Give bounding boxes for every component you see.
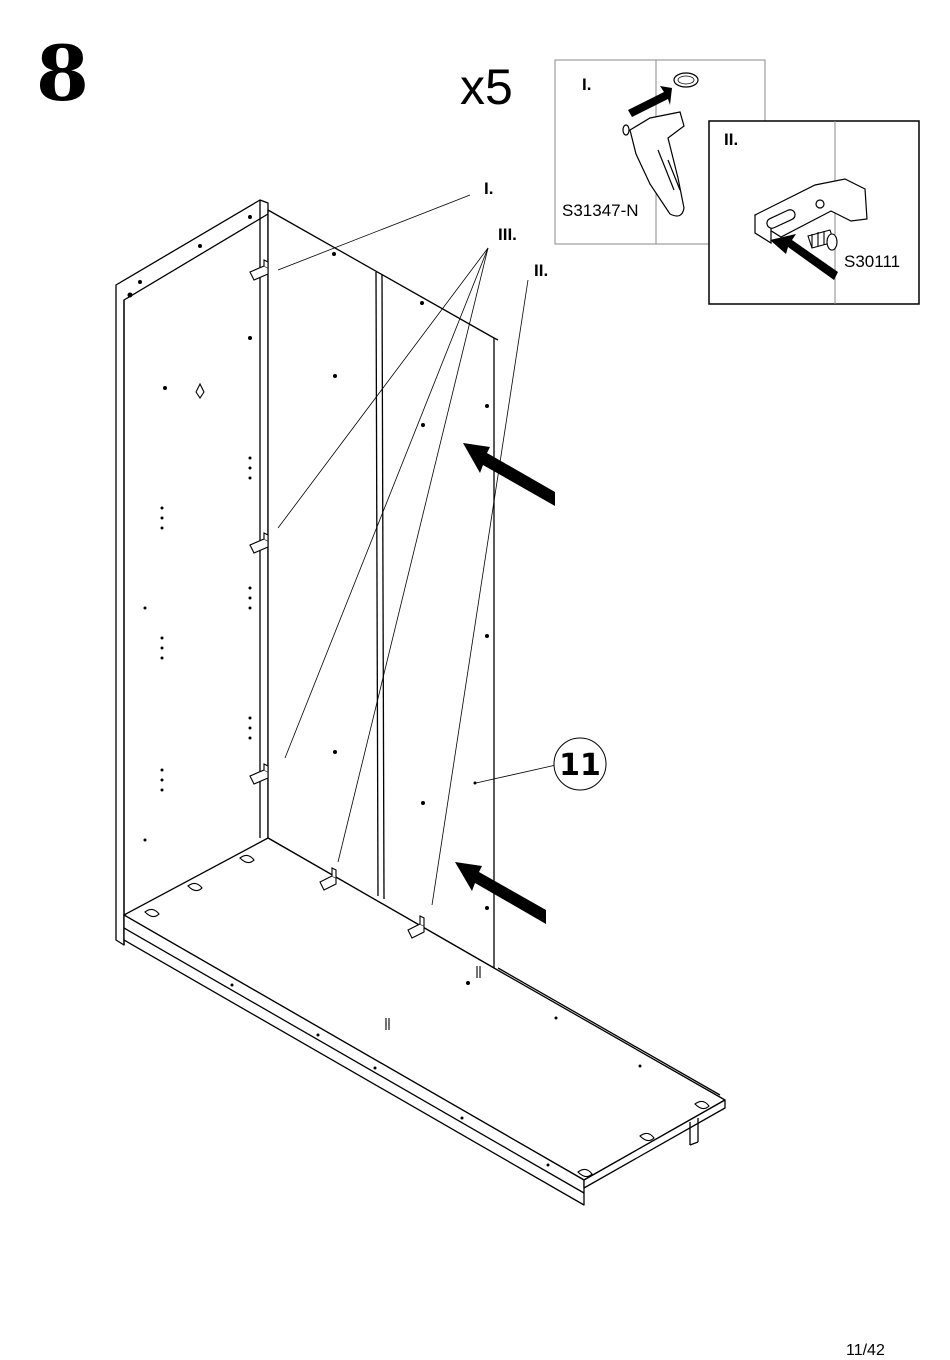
part-callout-number: 11	[559, 748, 601, 783]
detail-box-2: II. S30111	[709, 121, 919, 304]
label-detail-1: I.	[484, 179, 493, 198]
back-panel	[268, 210, 498, 968]
side-panel	[116, 200, 268, 945]
cam-cap-icon	[674, 73, 698, 87]
label-detail-2: II.	[534, 261, 548, 280]
detail-1-part-code: S31347-N	[562, 201, 639, 220]
detail-1-label: I.	[582, 75, 591, 94]
detail-2-part-code: S30111	[844, 252, 900, 271]
detail-2-label: II.	[724, 130, 738, 149]
page-number: 11/42	[846, 1343, 885, 1359]
label-detail-3: III.	[498, 225, 517, 244]
part-callout: 11	[554, 738, 606, 790]
